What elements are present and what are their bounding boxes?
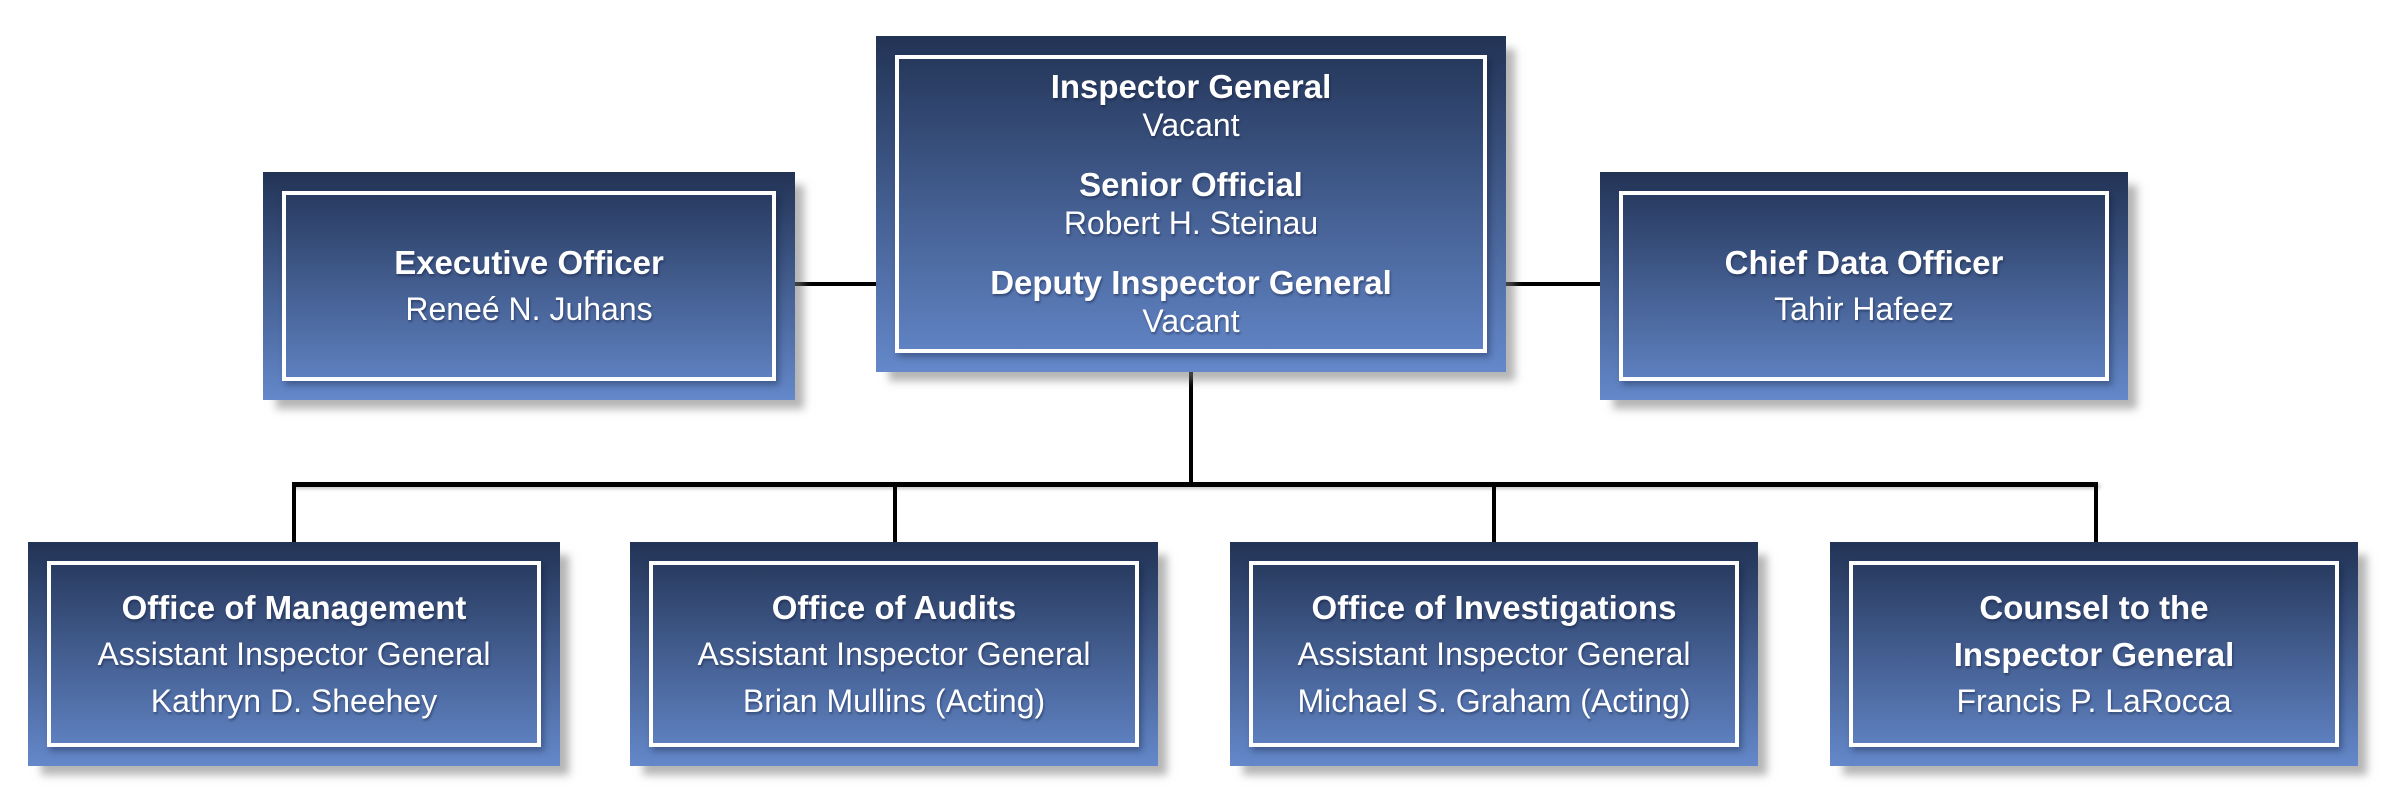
node-office-of-management-frame: Office of Management Assistant Inspector… xyxy=(47,561,541,747)
connector-drop-office-of-investigations xyxy=(1492,485,1496,542)
node-executive-officer: Executive Officer Reneé N. Juhans xyxy=(263,172,795,400)
node-executive-officer-frame: Executive Officer Reneé N. Juhans xyxy=(282,191,776,381)
connector-chief-data-officer xyxy=(1504,282,1602,286)
role-holder: Vacant xyxy=(1142,303,1240,339)
office-holder: Brian Mullins (Acting) xyxy=(742,682,1046,719)
office-title-line-2: Inspector General xyxy=(1953,635,2235,673)
role-title: Executive Officer xyxy=(394,244,664,281)
role-title: Inspector General xyxy=(1050,68,1332,105)
role-holder: Robert H. Steinau xyxy=(1063,205,1319,241)
role-senior-official: Senior Official Robert H. Steinau xyxy=(1064,165,1318,243)
office-subtitle: Assistant Inspector General xyxy=(97,635,491,672)
node-chief-data-officer-frame: Chief Data Officer Tahir Hafeez xyxy=(1619,191,2109,381)
role-title: Senior Official xyxy=(1079,166,1303,203)
node-inspector-general-frame: Inspector General Vacant Senior Official… xyxy=(895,55,1487,353)
office-holder: Kathryn D. Sheehey xyxy=(150,682,438,719)
office-title: Office of Management xyxy=(121,588,467,626)
office-title-line-1: Counsel to the xyxy=(1979,588,2209,626)
node-chief-data-officer: Chief Data Officer Tahir Hafeez xyxy=(1600,172,2128,400)
connector-drop-office-of-management xyxy=(292,485,296,542)
node-office-of-audits: Office of Audits Assistant Inspector Gen… xyxy=(630,542,1158,766)
connector-drop-office-of-audits xyxy=(893,485,897,542)
role-deputy-inspector-general: Deputy Inspector General Vacant xyxy=(990,263,1392,341)
role-title: Deputy Inspector General xyxy=(990,264,1392,301)
office-holder: Michael S. Graham (Acting) xyxy=(1297,682,1691,719)
connector-leadership-stem xyxy=(1189,372,1193,484)
connector-executive-officer xyxy=(793,282,878,286)
office-title: Office of Audits xyxy=(771,588,1017,626)
node-inspector-general: Inspector General Vacant Senior Official… xyxy=(876,36,1506,372)
role-inspector-general: Inspector General Vacant xyxy=(1051,67,1332,145)
node-office-of-audits-frame: Office of Audits Assistant Inspector Gen… xyxy=(649,561,1139,747)
role-holder: Vacant xyxy=(1142,107,1240,143)
node-office-of-investigations-frame: Office of Investigations Assistant Inspe… xyxy=(1249,561,1739,747)
office-title: Office of Investigations xyxy=(1311,588,1677,626)
role-holder: Reneé N. Juhans xyxy=(405,291,653,327)
role-holder: Tahir Hafeez xyxy=(1774,291,1954,327)
node-counsel-frame: Counsel to the Inspector General Francis… xyxy=(1849,561,2339,747)
office-subtitle: Assistant Inspector General xyxy=(1297,635,1691,672)
node-office-of-investigations: Office of Investigations Assistant Inspe… xyxy=(1230,542,1758,766)
office-holder: Francis P. LaRocca xyxy=(1956,682,2232,719)
office-subtitle: Assistant Inspector General xyxy=(697,635,1091,672)
node-office-of-management: Office of Management Assistant Inspector… xyxy=(28,542,560,766)
node-counsel-to-the-inspector-general: Counsel to the Inspector General Francis… xyxy=(1830,542,2358,766)
connector-drop-counsel xyxy=(2094,485,2098,542)
connector-offices-crossbar xyxy=(292,482,2098,487)
role-title: Chief Data Officer xyxy=(1724,244,2004,281)
